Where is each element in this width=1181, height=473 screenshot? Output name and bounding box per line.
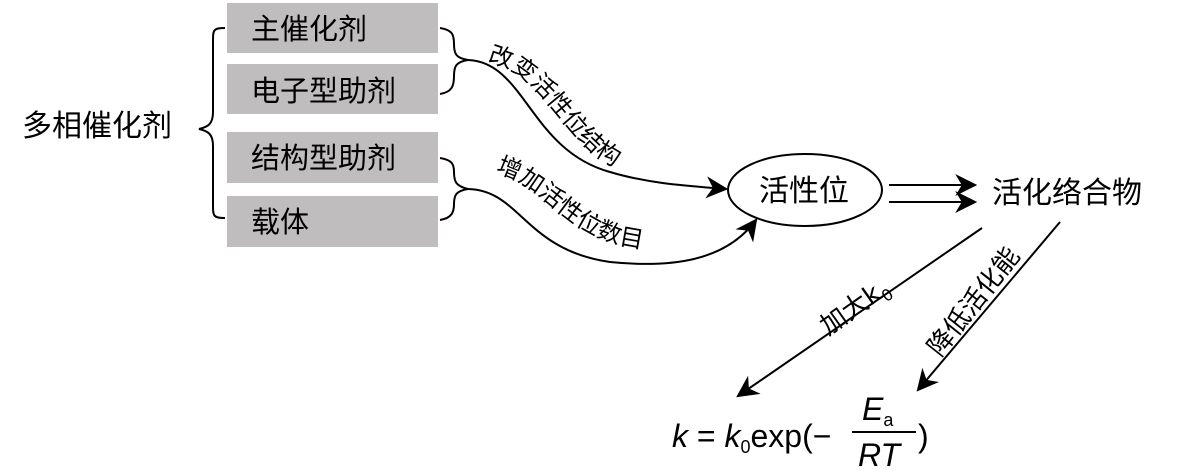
activated-complex-label: 活化络合物 <box>992 176 1142 211</box>
fraction-numerator: Ea <box>862 391 894 430</box>
component-box-support <box>227 196 438 247</box>
component-label-electronic-promoter: 电子型助剂 <box>251 74 396 108</box>
upper-right-brace <box>439 27 469 95</box>
active-site-label: 活性位 <box>759 174 849 209</box>
component-box-electronic-promoter <box>227 64 438 114</box>
component-box-main-catalyst <box>227 3 438 53</box>
component-label-main-catalyst: 主催化剂 <box>251 12 367 46</box>
component-box-structural-promoter <box>227 132 438 183</box>
left-brace <box>198 27 226 219</box>
svg-text:k = k0exp(−: k = k0exp(− <box>672 418 831 457</box>
lower-right-brace <box>439 157 469 221</box>
root-label: 多相催化剂 <box>22 109 172 144</box>
structure-change-arrow <box>467 59 729 199</box>
increase-k0-label: 加大k0 <box>815 273 897 344</box>
rate-equation: k = k0exp(− Ea RT ) <box>672 391 929 473</box>
increase-k0-arrow <box>736 227 983 398</box>
equation-close: ) <box>918 418 929 454</box>
lower-activation-energy-label: 降低活化能 <box>922 242 1026 363</box>
site-increase-label: 增加活性位数目 <box>493 151 646 254</box>
component-label-structural-promoter: 结构型助剂 <box>251 141 396 175</box>
component-label-support: 载体 <box>251 205 309 239</box>
lower-activation-energy-arrow <box>916 221 1061 392</box>
site-increase-arrow <box>467 188 758 265</box>
active-site-ellipse <box>727 153 883 227</box>
fraction-denominator: RT <box>858 437 903 473</box>
